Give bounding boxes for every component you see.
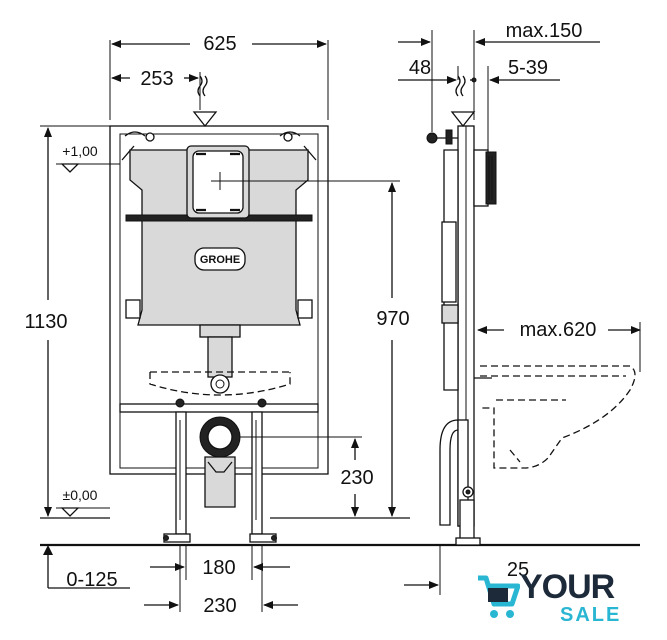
dim-height-230: 230 bbox=[340, 467, 373, 489]
watermark-word-sale: SALE bbox=[560, 604, 622, 626]
side-dimensions: max.150 48 5-39 max.620 25 bbox=[398, 20, 641, 595]
level-zero: ±0,00 bbox=[63, 487, 98, 503]
dim-height-1130: 1130 bbox=[24, 311, 67, 333]
dim-48: 48 bbox=[409, 57, 431, 79]
bowl-outline-dashed bbox=[149, 371, 291, 396]
front-view: GROHE bbox=[40, 75, 640, 547]
dim-max-620: max.620 bbox=[520, 319, 597, 341]
watermark-word-your: YOUR bbox=[520, 568, 615, 606]
cart-icon bbox=[478, 575, 520, 618]
dim-253: 253 bbox=[140, 68, 173, 90]
flush-opening bbox=[192, 150, 244, 214]
dim-width-625: 625 bbox=[203, 33, 236, 55]
side-view bbox=[426, 75, 636, 546]
dim-0-125: 0-125 bbox=[66, 569, 117, 591]
dim-max-150: max.150 bbox=[506, 20, 583, 42]
dim-height-970: 970 bbox=[376, 308, 409, 330]
dim-230: 230 bbox=[203, 595, 236, 617]
level-plus-1: +1,00 bbox=[62, 143, 98, 159]
front-dimensions: 625 253 1130 +1,00 ±0,00 970 230 180 bbox=[24, 33, 409, 617]
dim-5-39: 5-39 bbox=[508, 57, 548, 79]
grohe-badge bbox=[194, 247, 246, 271]
bowl-side-dashed bbox=[480, 365, 636, 469]
yoursale-watermark: YOUR SALE bbox=[474, 566, 634, 630]
leg-right bbox=[251, 411, 263, 535]
dim-partial: 25 bbox=[507, 559, 529, 581]
leg-left bbox=[175, 411, 187, 535]
dim-180: 180 bbox=[202, 557, 235, 579]
cistern-body bbox=[129, 149, 309, 326]
grohe-badge-text: GROHE bbox=[200, 254, 240, 266]
